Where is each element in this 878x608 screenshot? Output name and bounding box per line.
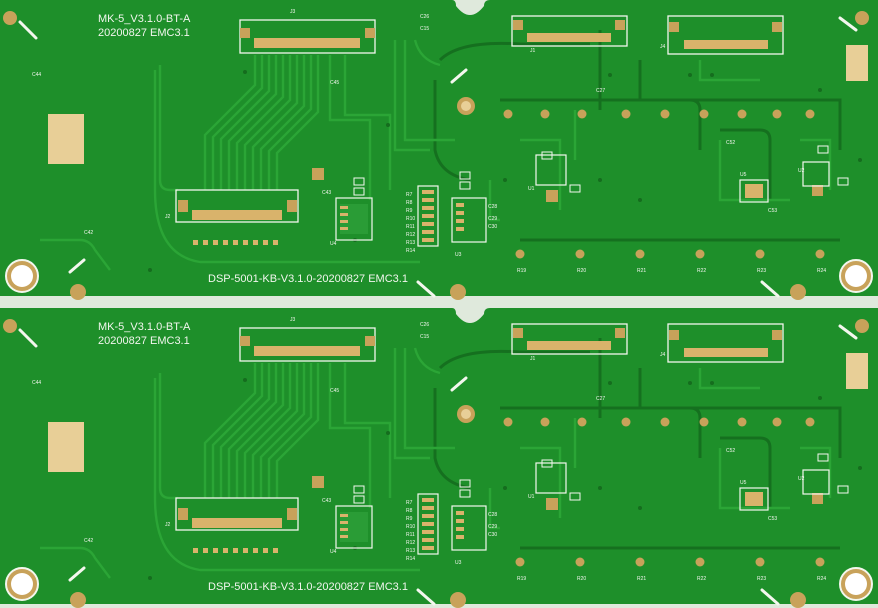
component-labels: J3 J1 J4 J2 U4 U3 U1 U5 U2 R7 R8 R9 R10 …: [32, 9, 826, 274]
chip-label: U4: [330, 241, 337, 247]
capacitor-label: C30: [488, 224, 497, 230]
chip-label: U2: [798, 476, 805, 482]
capacitor-label: C26: [420, 322, 429, 328]
resistor-label: R13: [406, 240, 415, 246]
resistor-label: R20: [577, 576, 586, 582]
resistor-label: R10: [406, 524, 415, 530]
connector-label: J2: [165, 522, 171, 528]
chip-label: U5: [740, 172, 747, 178]
capacitor-label: C43: [322, 190, 331, 196]
resistor-label: R11: [406, 224, 415, 230]
resistor-label: R14: [406, 248, 415, 254]
resistor-label: R21: [637, 576, 646, 582]
connector-label: J3: [290, 9, 296, 15]
resistor-label: R14: [406, 556, 415, 562]
capacitor-label: C52: [726, 448, 735, 454]
capacitor-label: C53: [768, 516, 777, 522]
capacitor-label: C44: [32, 72, 41, 78]
capacitor-label: C42: [84, 538, 93, 544]
resistor-label: R24: [817, 576, 826, 582]
capacitor-label: C42: [84, 230, 93, 236]
resistor-label: R23: [757, 268, 766, 274]
capacitor-label: C27: [596, 396, 605, 402]
resistor-label: R10: [406, 216, 415, 222]
capacitor-label: C28: [488, 512, 497, 518]
resistor-label: R9: [406, 208, 413, 214]
capacitor-label: C29: [488, 524, 497, 530]
chip-label: U5: [740, 480, 747, 486]
capacitor-label: C53: [768, 208, 777, 214]
capacitor-label: C28: [488, 204, 497, 210]
connector-label: J3: [290, 317, 296, 323]
capacitor-label: C45: [330, 80, 339, 86]
capacitor-label: C15: [420, 26, 429, 32]
resistor-label: R13: [406, 548, 415, 554]
board-part-number-text: DSP-5001-KB-V3.1.0-20200827 EMC3.1: [208, 581, 408, 593]
capacitor-label: C29: [488, 216, 497, 222]
chip-label: U3: [455, 560, 462, 566]
capacitor-label: C45: [330, 388, 339, 394]
resistor-label: R22: [697, 268, 706, 274]
board-date-text: 20200827 EMC3.1: [98, 335, 190, 347]
component-labels: J3 J1 J4 J2 U4 U3 U1 U5 U2 R7 R8 R9 R10 …: [32, 317, 826, 582]
resistor-label: R22: [697, 576, 706, 582]
resistor-label: R23: [757, 576, 766, 582]
resistor-label: R20: [577, 268, 586, 274]
capacitor-label: C52: [726, 140, 735, 146]
board-top: MK-5_V3.1.0-BT-A 20200827 EMC3.1 DSP-500…: [32, 9, 826, 285]
chip-label: U3: [455, 252, 462, 258]
board-bottom: MK-5_V3.1.0-BT-A 20200827 EMC3.1 DSP-500…: [32, 317, 826, 593]
connector-label: J1: [530, 48, 536, 54]
board-model-text: MK-5_V3.1.0-BT-A: [98, 13, 191, 25]
chip-label: U2: [798, 168, 805, 174]
capacitor-label: C44: [32, 380, 41, 386]
resistor-label: R12: [406, 232, 415, 238]
capacitor-label: C15: [420, 334, 429, 340]
capacitor-label: C30: [488, 532, 497, 538]
resistor-label: R7: [406, 192, 413, 198]
board-model-text: MK-5_V3.1.0-BT-A: [98, 321, 191, 333]
resistor-label: R7: [406, 500, 413, 506]
resistor-label: R24: [817, 268, 826, 274]
capacitor-label: C26: [420, 14, 429, 20]
resistor-label: R9: [406, 516, 413, 522]
resistor-label: R19: [517, 268, 526, 274]
chip-label: U1: [528, 494, 535, 500]
connector-label: J4: [660, 44, 666, 50]
connector-label: J4: [660, 352, 666, 358]
chip-label: U1: [528, 186, 535, 192]
board-part-number-text: DSP-5001-KB-V3.1.0-20200827 EMC3.1: [208, 273, 408, 285]
capacitor-label: C27: [596, 88, 605, 94]
resistor-label: R21: [637, 268, 646, 274]
resistor-label: R19: [517, 576, 526, 582]
resistor-label: R11: [406, 532, 415, 538]
resistor-label: R8: [406, 508, 413, 514]
connector-label: J1: [530, 356, 536, 362]
connector-label: J2: [165, 214, 171, 220]
board-date-text: 20200827 EMC3.1: [98, 27, 190, 39]
capacitor-label: C43: [322, 498, 331, 504]
resistor-label: R8: [406, 200, 413, 206]
chip-label: U4: [330, 549, 337, 555]
resistor-label: R12: [406, 540, 415, 546]
